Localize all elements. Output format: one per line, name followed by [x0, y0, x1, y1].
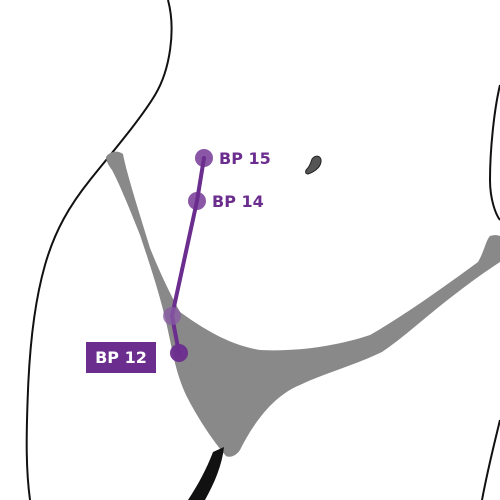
dark-spot — [305, 155, 322, 175]
body-outline-left-upper — [25, 0, 173, 500]
bone-shape — [106, 151, 500, 457]
point-bp13[interactable] — [163, 307, 181, 325]
label-bp15: BP 15 — [219, 149, 271, 168]
point-bp14[interactable] — [188, 192, 206, 210]
lower-dark-shape — [188, 447, 224, 500]
body-outline-right — [488, 84, 500, 221]
label-bp14: BP 14 — [212, 192, 264, 211]
point-bp12[interactable] — [170, 344, 188, 362]
label-bp12-box — [86, 342, 156, 373]
meridian-line — [170, 156, 206, 355]
label-bp12: BP 12 — [95, 348, 147, 367]
body-outline-right-lower — [481, 419, 500, 500]
point-bp15[interactable] — [195, 149, 213, 167]
